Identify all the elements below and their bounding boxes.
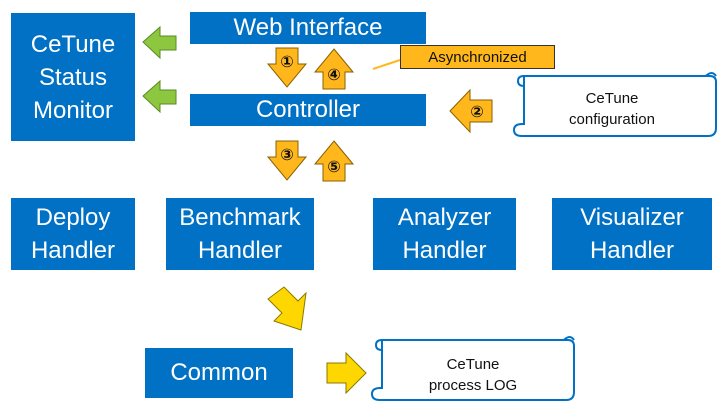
status-monitor-box: CeTune Status Monitor xyxy=(11,13,135,141)
async-connector xyxy=(372,59,401,70)
benchmark-handler-line1: Benchmark xyxy=(179,204,301,231)
flow-arrow-diagonal xyxy=(267,286,307,331)
deploy-handler-box: Deploy Handler xyxy=(11,198,135,270)
visualizer-handler-line1: Visualizer xyxy=(580,204,684,231)
controller-label: Controller xyxy=(255,96,361,123)
web-interface-box: Web Interface xyxy=(190,12,426,44)
log-line1: CeTune xyxy=(446,356,500,373)
config-text: CeTune configuration xyxy=(526,85,698,133)
analyzer-handler-line1: Analyzer xyxy=(397,204,492,231)
visualizer-handler-line2: Handler xyxy=(589,237,675,264)
benchmark-handler-box: Benchmark Handler xyxy=(166,198,314,270)
visualizer-handler-box: Visualizer Handler xyxy=(552,198,712,270)
step-3-arrow xyxy=(266,140,308,181)
step-2-label: ② xyxy=(470,102,484,121)
common-label: Common xyxy=(170,359,268,386)
status-monitor-line3: Monitor xyxy=(32,96,114,124)
web-interface-label: Web Interface xyxy=(233,14,383,41)
controller-box: Controller xyxy=(190,94,426,126)
step-5-arrow xyxy=(313,140,355,182)
config-line1: CeTune xyxy=(585,90,639,107)
deploy-handler-line1: Deploy xyxy=(35,204,111,231)
analyzer-handler-line2: Handler xyxy=(402,237,487,264)
analyzer-handler-box: Analyzer Handler xyxy=(373,198,516,270)
log-scroll xyxy=(370,336,575,401)
step-1-arrow xyxy=(266,47,308,88)
deploy-handler-line2: Handler xyxy=(30,237,116,264)
asynchronized-tag: Asynchronized xyxy=(400,45,555,69)
status-monitor-line1: CeTune xyxy=(30,30,116,58)
flow-arrow-right xyxy=(326,351,367,395)
config-line2: configuration xyxy=(569,111,655,128)
step-3-label: ③ xyxy=(280,145,294,164)
monitor-arrow-top xyxy=(142,25,177,60)
step-1-label: ① xyxy=(280,52,294,71)
step-4-arrow xyxy=(313,48,355,90)
log-text: CeTune process LOG xyxy=(382,352,564,398)
config-scroll xyxy=(512,72,717,137)
common-box: Common xyxy=(145,348,293,398)
log-line2: process LOG xyxy=(428,377,518,394)
status-monitor-line2: Status xyxy=(38,63,108,91)
benchmark-handler-line2: Handler xyxy=(197,237,283,264)
step-2-arrow xyxy=(449,88,493,134)
step-5-label: ⑤ xyxy=(327,157,341,176)
step-4-label: ④ xyxy=(327,65,341,84)
monitor-arrow-bottom xyxy=(142,79,177,114)
asynchronized-label: Asynchronized xyxy=(428,48,527,66)
